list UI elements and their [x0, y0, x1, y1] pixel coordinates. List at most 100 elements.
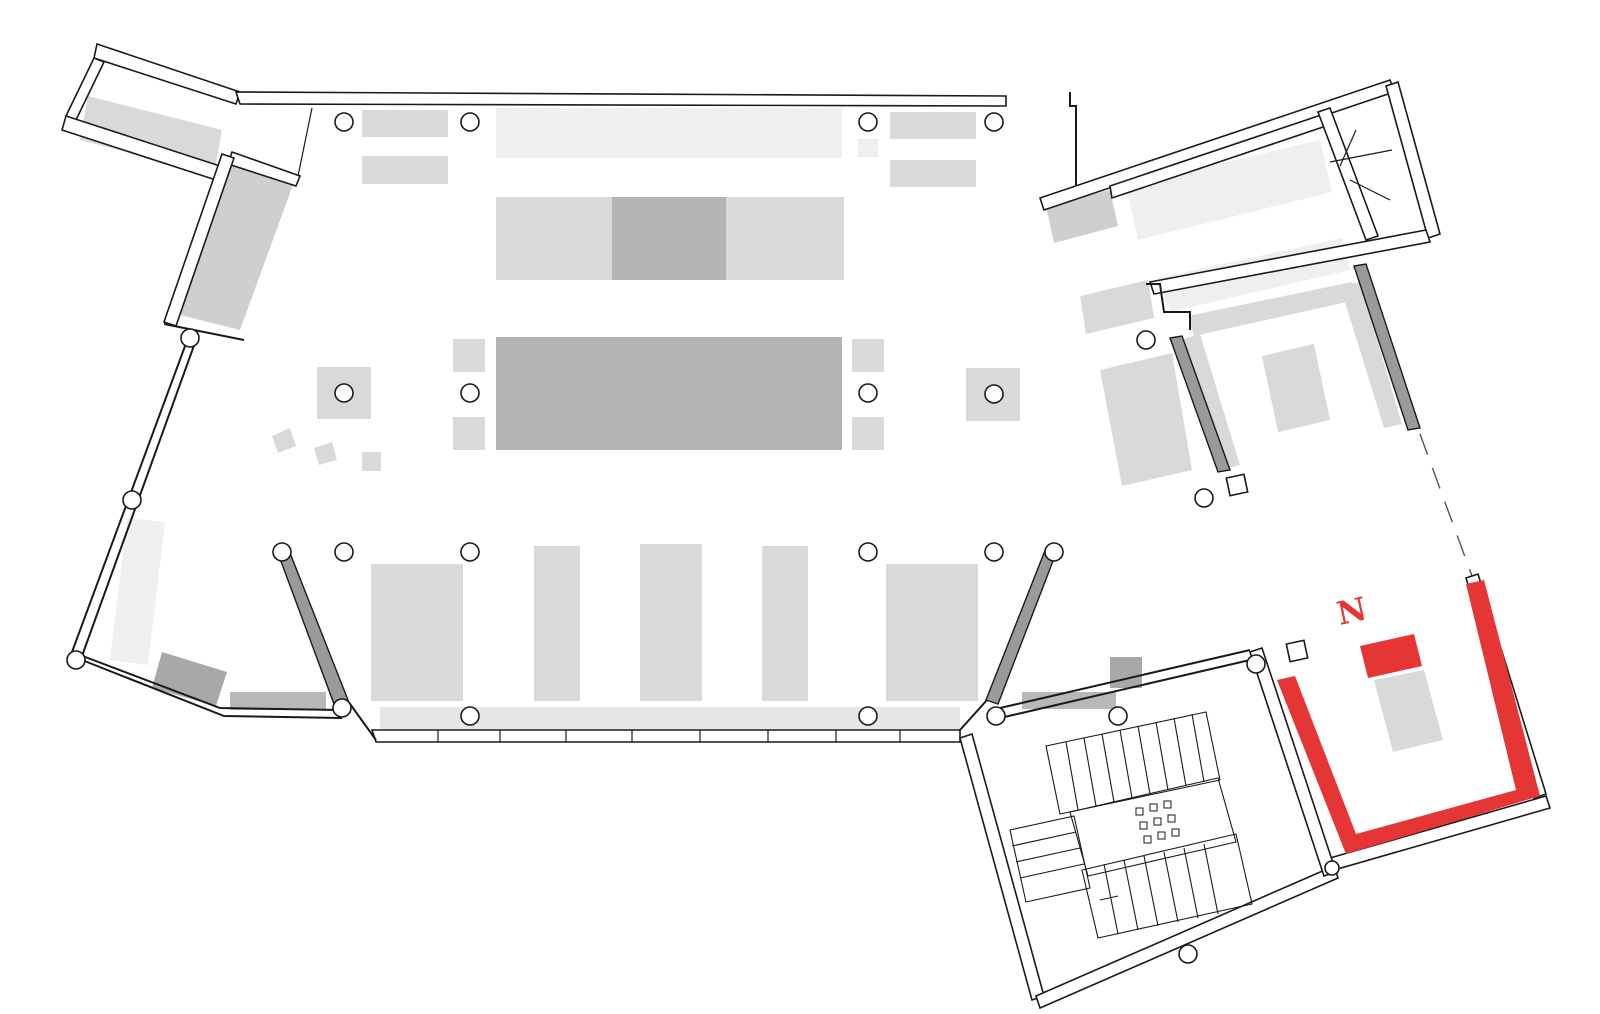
- column: [1044, 542, 1064, 562]
- column: [858, 383, 878, 403]
- furniture-layer: [80, 96, 1142, 729]
- wall-left-thick: [163, 323, 245, 341]
- column: [1178, 944, 1198, 964]
- table-bottom-3: [640, 544, 702, 701]
- door-right-2: [1349, 179, 1391, 201]
- stair-landing-left: [1009, 815, 1091, 903]
- box-bottom-left: [152, 652, 227, 706]
- stairwell-top-wall: [999, 649, 1251, 709]
- stair-core: [1069, 777, 1237, 877]
- stair-core-markers: [1135, 800, 1180, 844]
- panel-right-long: [1188, 282, 1356, 336]
- door-top-left: [297, 107, 313, 177]
- table-bottom-2: [534, 546, 580, 701]
- display-middle-center: [612, 197, 728, 280]
- stool-2: [453, 417, 485, 450]
- wall-right-door-stub: [1069, 92, 1077, 198]
- column: [180, 328, 200, 348]
- column: [1324, 860, 1340, 876]
- column: [334, 112, 354, 132]
- display-right-big: [1100, 353, 1192, 486]
- wall-right-dashed: [1419, 433, 1473, 577]
- stair-tread-13: [1183, 847, 1199, 919]
- stair-tread-9: [1103, 863, 1119, 935]
- column: [332, 698, 352, 718]
- table-top-small: [858, 139, 878, 157]
- column: [1194, 488, 1214, 508]
- panel-right-vertical: [1180, 334, 1240, 470]
- stair-tread-8: [1191, 713, 1205, 783]
- column: [1136, 330, 1156, 350]
- stair-tread-16: [1015, 847, 1081, 863]
- display-right-square: [1262, 344, 1330, 432]
- column: [66, 650, 86, 670]
- column: [858, 706, 878, 726]
- wall-right-inner-room: [1316, 106, 1380, 242]
- table-top-long: [496, 108, 842, 158]
- counter-right-top: [1126, 140, 1332, 240]
- column: [460, 112, 480, 132]
- column: [1246, 654, 1266, 674]
- furniture-right-layer: [1046, 140, 1443, 752]
- partition-right-angled: [985, 547, 1060, 705]
- stairwell: [959, 646, 1339, 1010]
- column: [984, 542, 1004, 562]
- column: [858, 112, 878, 132]
- stool-3: [852, 339, 884, 372]
- cube-1: [272, 428, 296, 453]
- column: [858, 542, 878, 562]
- counter-right-gray: [1080, 280, 1154, 334]
- stairwell-outer-left: [959, 732, 1045, 1002]
- stair-tread-7: [1173, 717, 1187, 787]
- stair-arrow: [1099, 895, 1119, 901]
- column: [122, 490, 142, 510]
- counter-bottom: [380, 707, 960, 729]
- cube-3: [362, 452, 381, 471]
- wall-right-inner-line: [1329, 149, 1393, 163]
- stair-flight-top: [1045, 711, 1221, 815]
- wall-top-long: [234, 91, 1007, 107]
- stool-4: [852, 417, 884, 450]
- counter-bottom-left: [230, 692, 326, 710]
- bench-left-wall: [110, 518, 165, 665]
- stair-tread-17: [1019, 863, 1085, 879]
- column: [334, 542, 354, 562]
- column: [460, 542, 480, 562]
- stair-tread-5: [1137, 725, 1151, 795]
- stair-flight-bottom: [1081, 833, 1253, 939]
- column: [460, 383, 480, 403]
- display-middle-right: [726, 197, 844, 280]
- wall-right-mid: [1148, 229, 1432, 295]
- table-top-3: [890, 112, 976, 139]
- central-table: [496, 337, 842, 450]
- stair-tread-14: [1203, 843, 1219, 915]
- column-square: [1225, 473, 1249, 497]
- column: [986, 706, 1006, 726]
- wall-bottom-long: [370, 729, 961, 743]
- highlight-bar: [1360, 634, 1422, 678]
- stair-tread-15: [1011, 831, 1077, 847]
- column: [984, 112, 1004, 132]
- wall-bottom-left-2: [81, 659, 343, 719]
- stair-tread-12: [1163, 851, 1179, 923]
- stair-tread-1: [1065, 741, 1079, 811]
- stair-tread-10: [1123, 859, 1139, 931]
- stair-tread-4: [1119, 729, 1133, 799]
- table-bottom-4: [762, 546, 808, 701]
- stairwell-top-wall-2: [999, 659, 1251, 719]
- panel-right-edge: [1340, 282, 1402, 428]
- stair-tread-3: [1101, 733, 1115, 803]
- wall-right-vertical-2: [1353, 263, 1421, 431]
- wall-right-far-edge: [1385, 80, 1441, 240]
- counter-left-vertical: [180, 160, 294, 330]
- wall-top-left-outer: [93, 42, 242, 106]
- box-near-stair: [1110, 657, 1142, 688]
- stair-tread-11: [1143, 855, 1159, 927]
- table-top-1: [362, 110, 448, 137]
- wall-right-vertical-1: [1169, 335, 1231, 473]
- columns: [66, 112, 1340, 964]
- column: [1108, 706, 1128, 726]
- column: [460, 706, 480, 726]
- stair-tread-6: [1155, 721, 1169, 791]
